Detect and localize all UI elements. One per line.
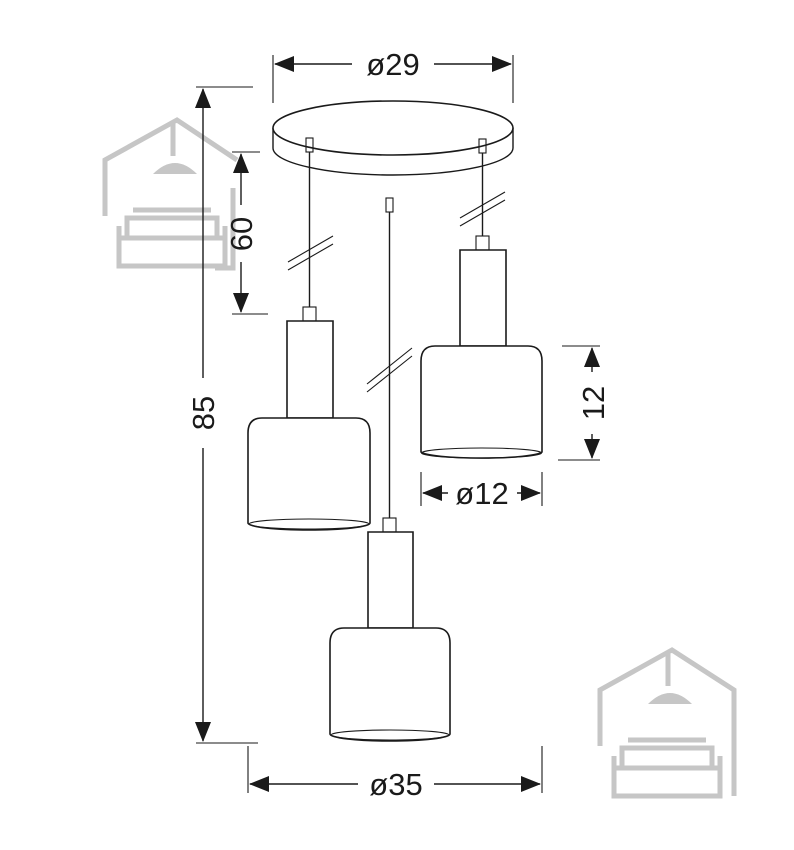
- pendant-right: [420, 138, 543, 459]
- total-height-label: 85: [186, 396, 221, 430]
- watermark-logo-bottom-right: [597, 647, 737, 799]
- overall-diameter-label: ø35: [369, 767, 422, 802]
- canopy-diameter-label: ø29: [366, 47, 419, 82]
- pendant-left: [247, 137, 371, 531]
- dimension-overall-diameter: ø35: [247, 746, 543, 802]
- dimension-shade-height: 12: [558, 345, 611, 461]
- dimension-shade-diameter: ø12: [420, 472, 543, 511]
- shade-diameter-label: ø12: [455, 476, 508, 511]
- dimension-canopy-diameter: ø29: [272, 47, 514, 103]
- watermark-logo-top-left: [102, 117, 239, 271]
- pendant-center: [329, 197, 451, 742]
- dimension-cable-length: 60: [224, 151, 268, 315]
- ceiling-canopy: [272, 100, 514, 176]
- shade-height-label: 12: [576, 386, 611, 420]
- dimension-total-height: 85: [186, 86, 258, 744]
- cable-length-label: 60: [224, 217, 259, 251]
